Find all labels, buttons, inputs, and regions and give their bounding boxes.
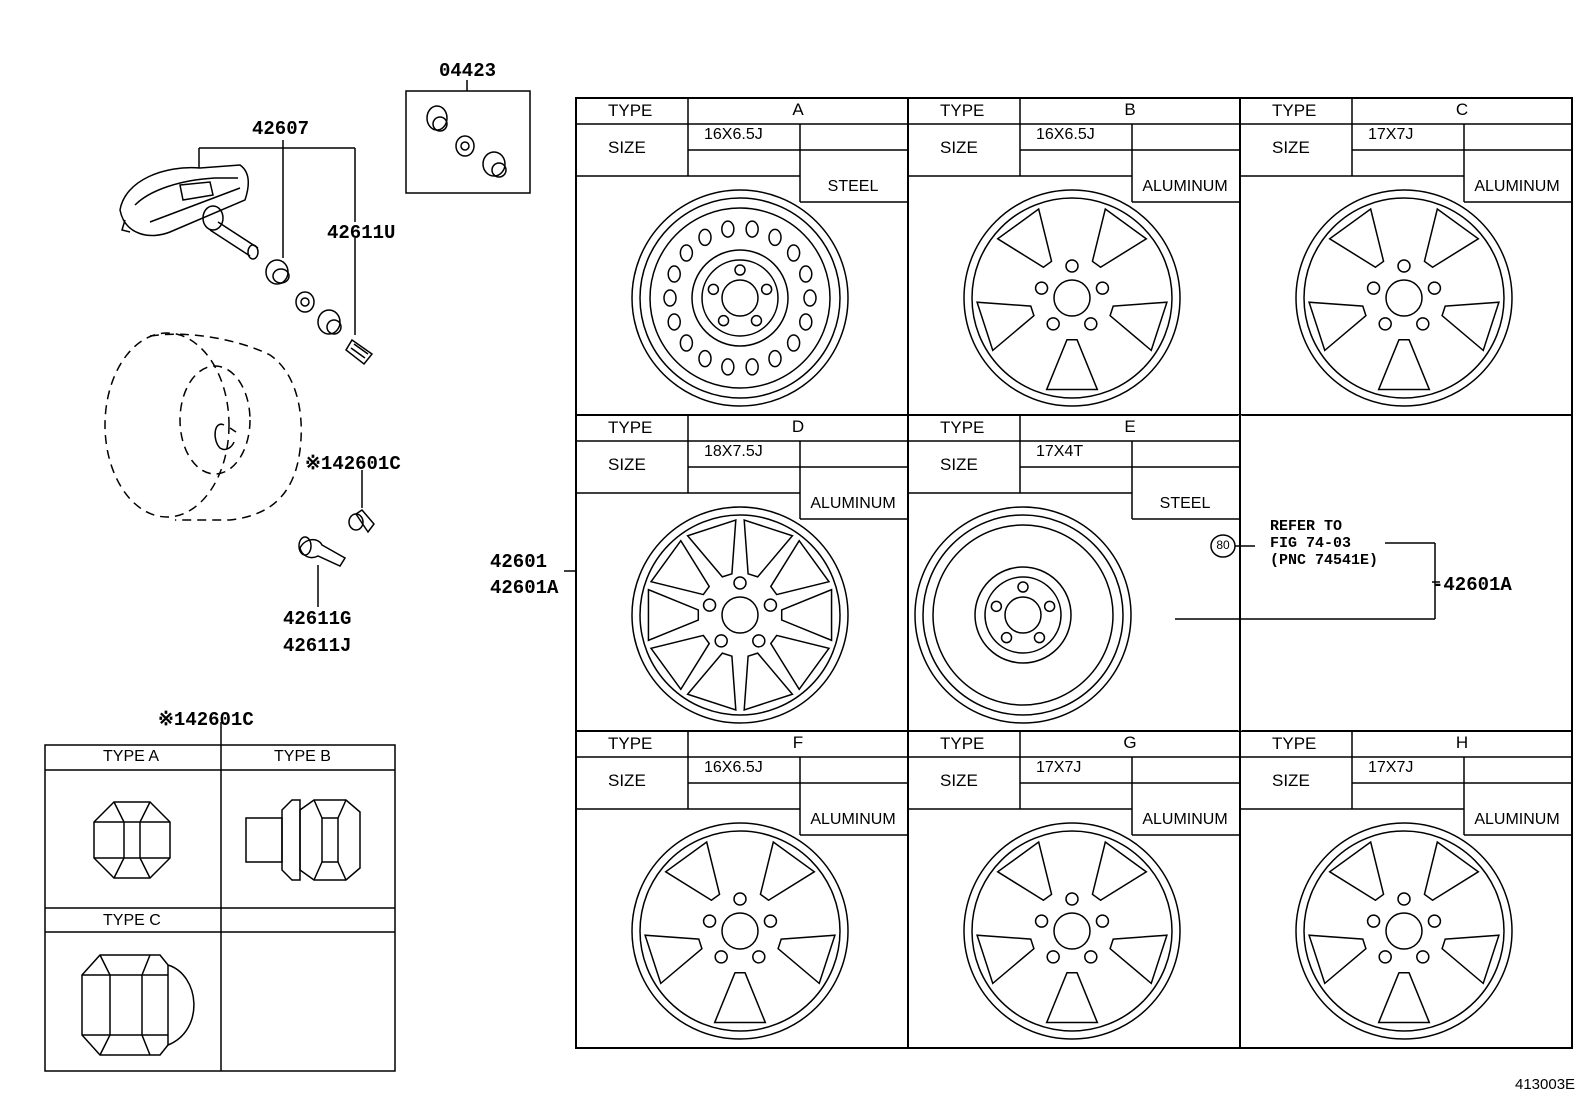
nut-type-c-label: TYPE C [103, 912, 161, 929]
wheel-size-f: 16X6.5J [704, 759, 763, 776]
valve-cap-set [265, 259, 374, 366]
size-label-a: SIZE [608, 138, 646, 157]
wheel-drawing-b [963, 189, 1181, 407]
wheel-material-e: STEEL [1159, 495, 1211, 512]
cell-headers [576, 98, 1572, 836]
wheel-size-c: 17X7J [1368, 126, 1414, 143]
wheel-type-letter-d: D [791, 417, 805, 436]
wheel-cell-header-e [908, 415, 1240, 520]
wheel-size-b: 16X6.5J [1036, 126, 1095, 143]
type-label-b: TYPE [940, 101, 985, 120]
nut-type-b-drawing [245, 799, 361, 881]
wheel-type-letter-f: F [792, 733, 804, 752]
type-label-h: TYPE [1272, 734, 1317, 753]
wheel-cell-header-h [1240, 731, 1572, 836]
wheel-material-f: ALUMINUM [810, 811, 896, 828]
wheel-drawing-f [631, 822, 849, 1040]
wheel-cell-header-g [908, 731, 1240, 836]
tire-center-c [214, 423, 237, 451]
type-label-d: TYPE [608, 418, 653, 437]
wheel-drawing-d [631, 506, 849, 724]
size-label-e: SIZE [940, 455, 978, 474]
nut-type-a-drawing [93, 801, 171, 879]
wheel-type-letter-g: G [1123, 733, 1137, 752]
size-label-g: SIZE [940, 771, 978, 790]
type-label-e: TYPE [940, 418, 985, 437]
kit-04423-box [405, 80, 531, 194]
size-label-b: SIZE [940, 138, 978, 157]
wheel-size-h: 17X7J [1368, 759, 1414, 776]
refer-badge-number: 80 [1216, 538, 1230, 552]
wheel-cell-header-f [576, 731, 908, 836]
part-42611j-label: 42611J [283, 635, 352, 657]
wheel-cell-header-b [908, 98, 1240, 203]
tpms-sensor-drawing [119, 164, 259, 260]
lug-nut-valve-drawing [298, 509, 375, 567]
wheel-size-e: 17X4T [1036, 443, 1084, 460]
wheel-size-g: 17X7J [1036, 759, 1082, 776]
type-label-f: TYPE [608, 734, 653, 753]
size-label-f: SIZE [608, 771, 646, 790]
wheel-type-letter-h: H [1455, 733, 1469, 752]
part-42611g-label: 42611G [283, 608, 352, 630]
size-label-d: SIZE [608, 455, 646, 474]
refer-line-3: (PNC 74541E) [1270, 552, 1379, 569]
nut-type-table [44, 744, 396, 1072]
part-42607-label: 42607 [252, 118, 310, 140]
wheel-material-a: STEEL [827, 178, 879, 195]
part-42601c-label-bottom: ※142601C [158, 709, 254, 731]
wheel-type-letter-c: C [1455, 100, 1469, 119]
wheel-material-c: ALUMINUM [1474, 178, 1560, 195]
wheel-type-letter-a: A [792, 100, 804, 119]
wheel-material-b: ALUMINUM [1142, 178, 1228, 195]
wheel-type-letter-e: E [1124, 417, 1136, 436]
nut-type-c-drawing [81, 954, 195, 1056]
nut-type-a-label: TYPE A [103, 748, 160, 765]
wheel-table-grid [575, 97, 1573, 1049]
wheel-type-letter-b: B [1124, 100, 1136, 119]
wheel-drawing-c [1295, 189, 1513, 407]
wheel-cell-header-a [576, 98, 908, 203]
part-42601-label: 42601 [490, 551, 548, 573]
part-42611u-label: 42611U [327, 222, 396, 244]
refer-badge [1210, 534, 1236, 558]
nut-type-b-label: TYPE B [274, 748, 331, 765]
type-label-a: TYPE [608, 101, 653, 120]
wheel-cell-header-d [576, 415, 908, 520]
wheel-material-h: ALUMINUM [1474, 811, 1560, 828]
size-label-c: SIZE [1272, 138, 1310, 157]
diagram-id: 413003E [1515, 1076, 1576, 1093]
part-42601a-label-right: -42601A [1432, 574, 1512, 596]
wheel-material-d: ALUMINUM [810, 495, 896, 512]
part-42601c-label-top: ※142601C [305, 453, 401, 475]
wheel-drawing-h [1295, 822, 1513, 1040]
wheel-drawing-a [631, 189, 849, 407]
wheel-drawings [631, 189, 1513, 1040]
part-42601a-label-left: 42601A [490, 577, 559, 599]
type-label-g: TYPE [940, 734, 985, 753]
wheel-drawing-g [963, 822, 1181, 1040]
part-04423-label: 04423 [439, 60, 497, 82]
spare-tire-drawing [104, 332, 302, 521]
wheel-cell-header-c [1240, 98, 1572, 203]
wheel-material-g: ALUMINUM [1142, 811, 1228, 828]
wheel-drawing-e [914, 506, 1132, 724]
wheel-size-d: 18X7.5J [704, 443, 763, 460]
type-label-c: TYPE [1272, 101, 1317, 120]
size-label-h: SIZE [1272, 771, 1310, 790]
wheel-size-a: 16X6.5J [704, 126, 763, 143]
refer-line-1: REFER TO [1270, 518, 1343, 535]
leader-lines [198, 140, 1440, 745]
refer-line-2: FIG 74-03 [1270, 535, 1352, 552]
